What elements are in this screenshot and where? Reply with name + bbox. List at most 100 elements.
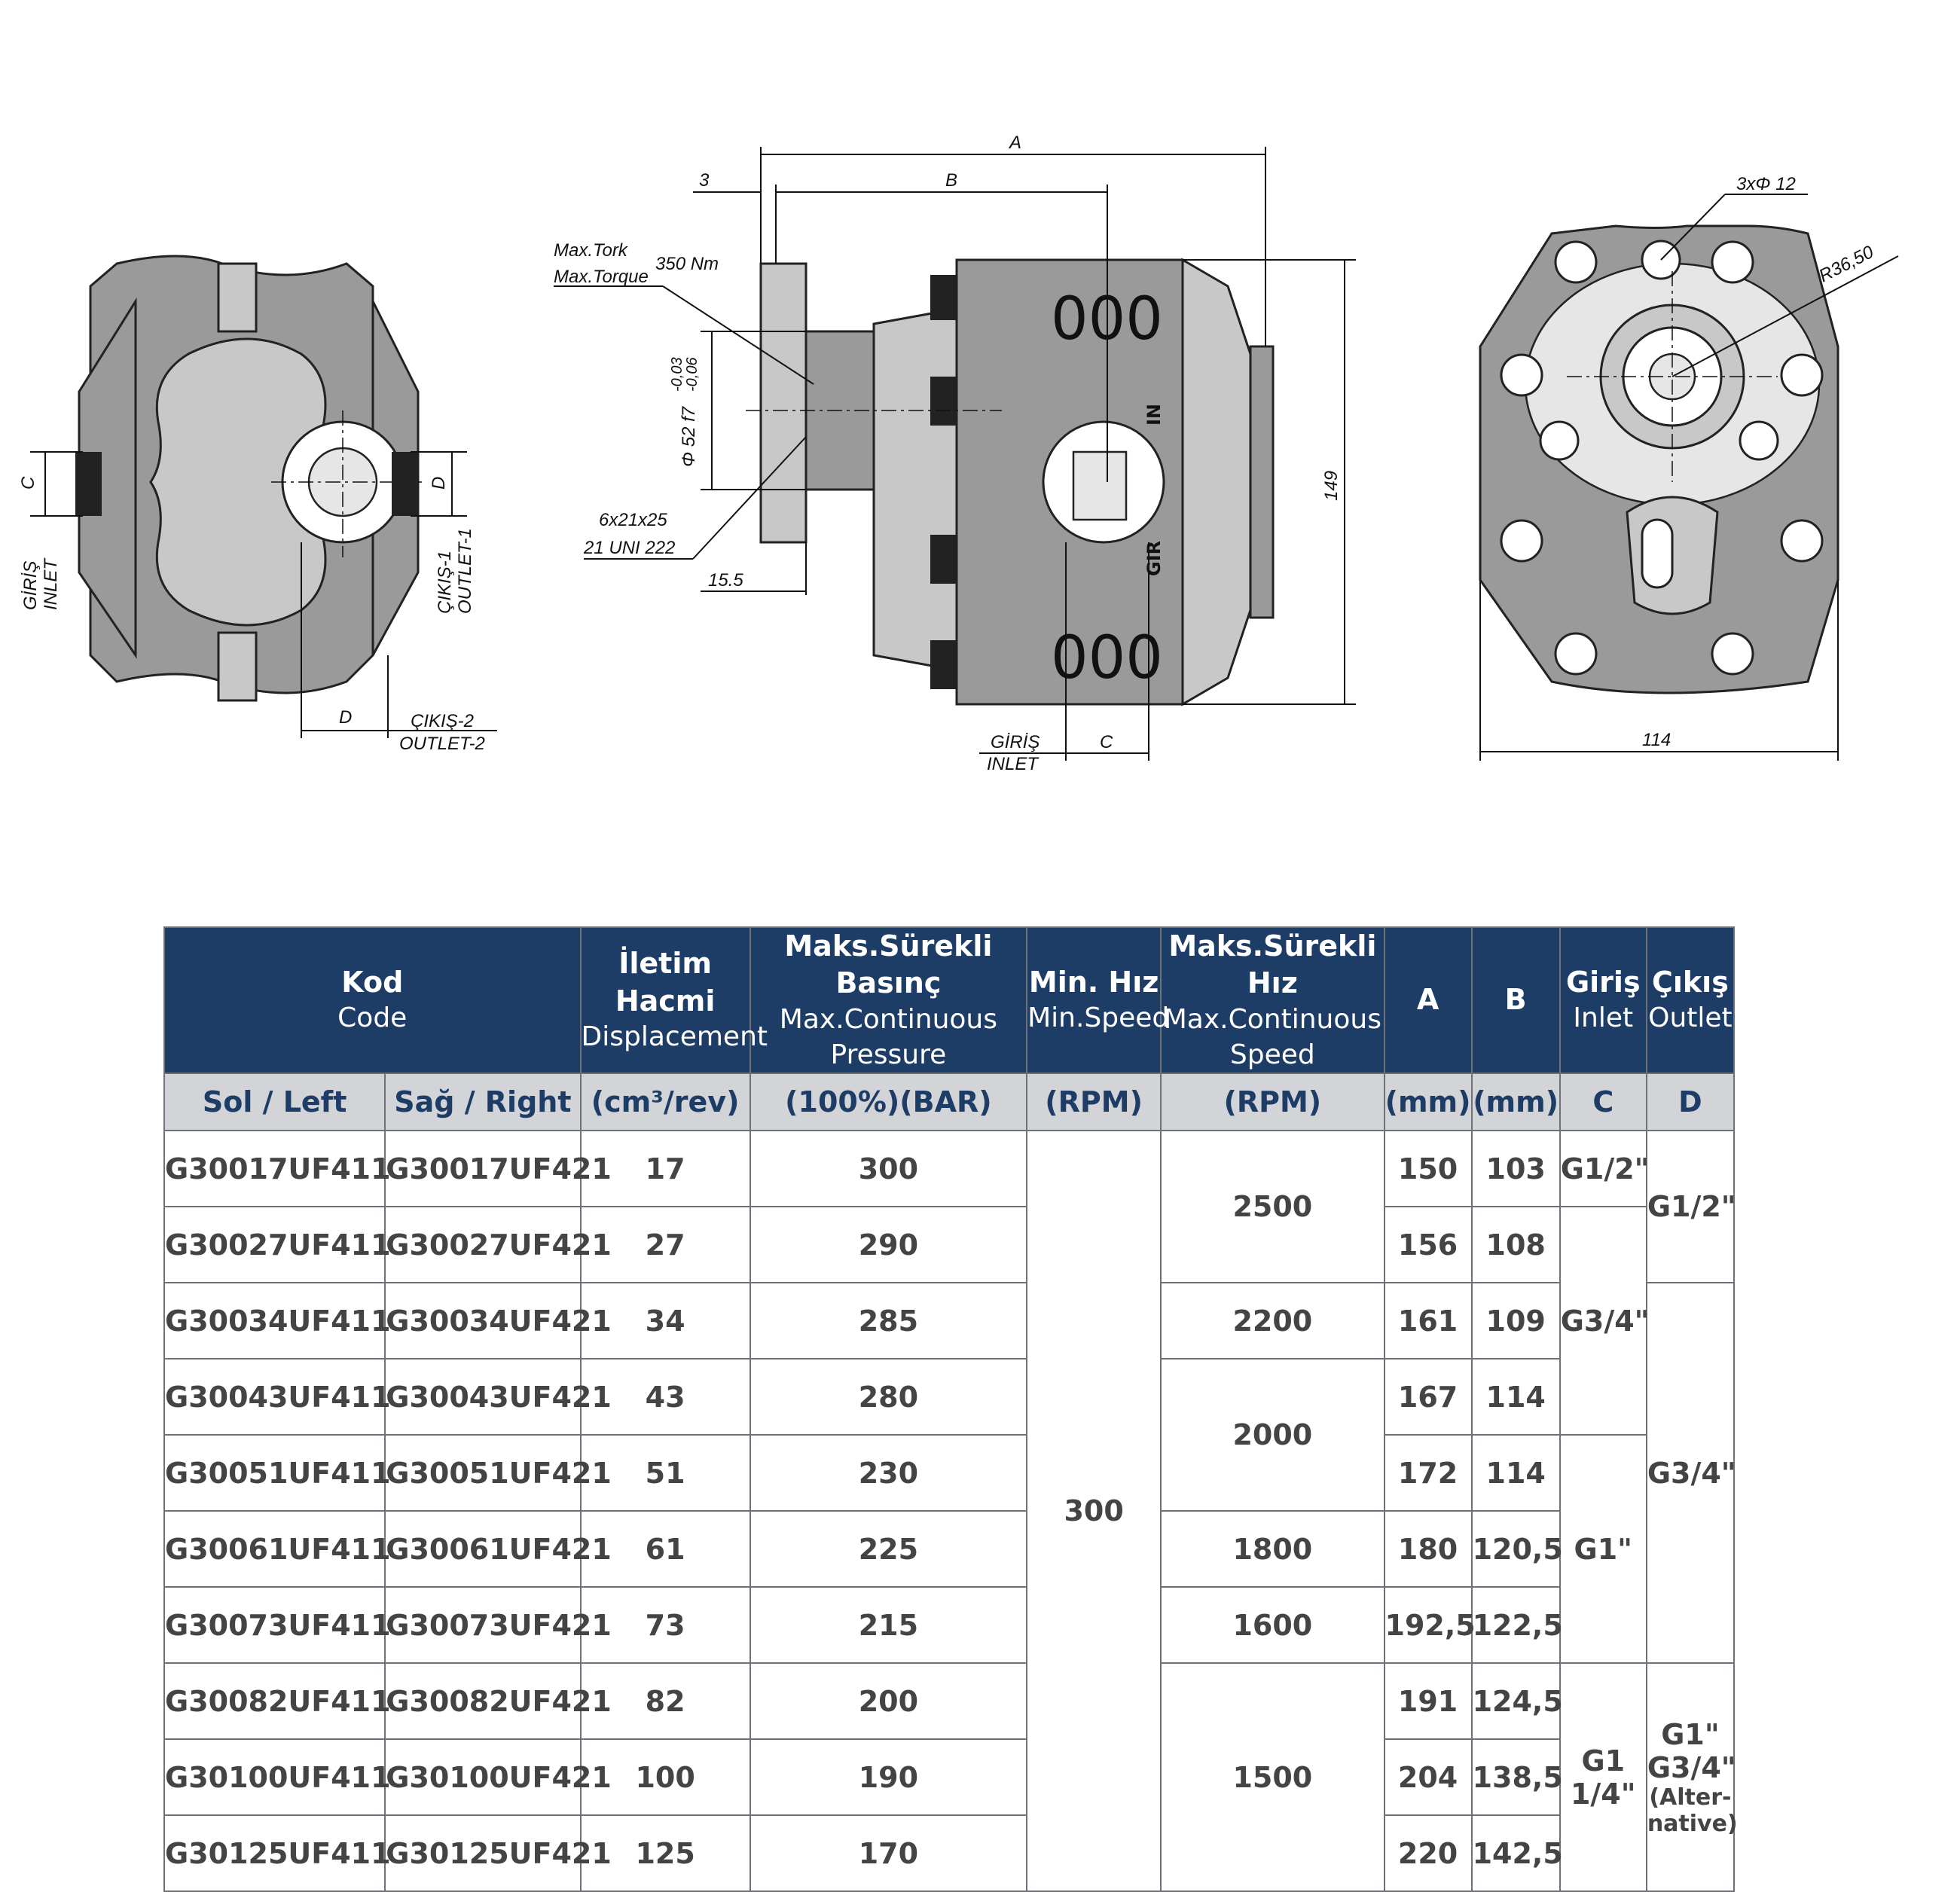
cell-left-code: G30043UF411 bbox=[163, 1358, 391, 1436]
cell-right-code: G30051UF421 bbox=[384, 1434, 612, 1512]
dim-c-side: C bbox=[1100, 732, 1113, 752]
cell-left-code: G30073UF411 bbox=[163, 1586, 391, 1665]
cell-b: 108 bbox=[1470, 1206, 1561, 1284]
dim-a: A bbox=[1008, 133, 1021, 153]
cell-pressure: 230 bbox=[749, 1434, 1028, 1512]
cell-max-speed: 1500 bbox=[1160, 1662, 1385, 1892]
cell-displacement: 125 bbox=[579, 1814, 751, 1892]
dim-149: 149 bbox=[1321, 471, 1342, 501]
torque-en: Max.Torque bbox=[554, 267, 649, 287]
cell-displacement: 17 bbox=[579, 1130, 751, 1208]
cell-b: 103 bbox=[1470, 1130, 1561, 1208]
table-row: G30100UF411 G30100UF421 100 190 204 138,… bbox=[163, 1738, 1734, 1817]
cell-left-code: G30034UF411 bbox=[163, 1282, 391, 1360]
header-a: A bbox=[1383, 926, 1473, 1075]
drawings-svg: C D GİRİŞ INLET ÇIKIŞ-1 OUTLET-1 D ÇIKIŞ… bbox=[18, 133, 1899, 774]
cell-right-code: G30073UF421 bbox=[384, 1586, 612, 1665]
cell-pressure: 285 bbox=[749, 1282, 1028, 1360]
cell-a: 156 bbox=[1383, 1206, 1473, 1284]
table-row: G30073UF411 G30073UF421 73 215 1600 192,… bbox=[163, 1586, 1734, 1665]
tol-upper: -0,03 bbox=[669, 357, 685, 392]
cell-b: 120,5 bbox=[1470, 1510, 1563, 1588]
dim-3: 3 bbox=[699, 170, 710, 191]
cell-b: 109 bbox=[1470, 1282, 1561, 1360]
cell-right-code: G30125UF421 bbox=[384, 1814, 612, 1892]
dim-114: 114 bbox=[1642, 730, 1671, 750]
cell-b: 114 bbox=[1470, 1358, 1561, 1436]
cell-b: 138,5 bbox=[1470, 1738, 1563, 1817]
outlet2-label-en: OUTLET-2 bbox=[399, 734, 485, 754]
cell-b: 114 bbox=[1470, 1434, 1561, 1512]
cell-pressure: 215 bbox=[749, 1586, 1028, 1665]
cell-a: 191 bbox=[1383, 1662, 1473, 1741]
dim-b: B bbox=[945, 170, 957, 191]
table-row: G30061UF411 G30061UF421 61 225 1800 180 … bbox=[163, 1510, 1734, 1588]
subheader-a-unit: (mm) bbox=[1383, 1073, 1473, 1132]
cell-a: 161 bbox=[1383, 1282, 1473, 1360]
cell-pressure: 190 bbox=[749, 1738, 1028, 1817]
spline-1: 6x21x25 bbox=[599, 510, 667, 530]
cell-displacement: 82 bbox=[579, 1662, 751, 1741]
cell-max-speed: 2500 bbox=[1160, 1130, 1385, 1284]
cell-a: 220 bbox=[1383, 1814, 1473, 1892]
side-view: 000 000 IN GIR A B 3 Max.Tork Max.Torque… bbox=[554, 133, 1356, 774]
cell-right-code: G30061UF421 bbox=[384, 1510, 612, 1588]
subheader-b-unit: (mm) bbox=[1470, 1073, 1561, 1132]
cell-outlet: G1"G3/4"(Alter-native) bbox=[1645, 1662, 1738, 1892]
subheader-press-unit: (100%)(BAR) bbox=[749, 1073, 1028, 1132]
cell-left-code: G30100UF411 bbox=[163, 1738, 391, 1817]
technical-drawings: C D GİRİŞ INLET ÇIKIŞ-1 OUTLET-1 D ÇIKIŞ… bbox=[0, 0, 1960, 859]
cell-inlet: G3/4" bbox=[1559, 1206, 1649, 1436]
cell-right-code: G30100UF421 bbox=[384, 1738, 612, 1817]
table-row: G30043UF411 G30043UF421 43 280 2000 167 … bbox=[163, 1358, 1734, 1512]
subheader-right: Sağ / Right bbox=[384, 1073, 582, 1132]
cell-left-code: G30082UF411 bbox=[163, 1662, 391, 1741]
mark-gir: GIR bbox=[1143, 541, 1165, 576]
cell-displacement: 27 bbox=[579, 1206, 751, 1284]
subheader-maxspeed-unit: (RPM) bbox=[1160, 1073, 1385, 1132]
table-row: G30027UF411 G30027UF421 27 290 156 108 G… bbox=[163, 1206, 1734, 1436]
cell-outlet: G1/2" bbox=[1645, 1130, 1736, 1284]
dim-c-left: C bbox=[18, 476, 38, 490]
left-view: C D GİRİŞ INLET ÇIKIŞ-1 OUTLET-1 D ÇIKIŞ… bbox=[18, 255, 497, 754]
cell-right-code: G30027UF421 bbox=[384, 1206, 612, 1284]
cell-max-speed: 2200 bbox=[1160, 1282, 1385, 1360]
cell-max-speed: 1800 bbox=[1160, 1510, 1385, 1588]
cell-a: 192,5 bbox=[1383, 1586, 1476, 1665]
front-view: 3xΦ 12 R36,50 114 bbox=[1479, 174, 1899, 761]
header-b: B bbox=[1470, 926, 1561, 1075]
cell-outlet: G3/4" bbox=[1645, 1282, 1736, 1665]
cell-a: 180 bbox=[1383, 1510, 1473, 1588]
cell-min-speed: 300 bbox=[1026, 1130, 1162, 1892]
cell-max-speed: 1600 bbox=[1160, 1586, 1385, 1665]
cell-left-code: G30125UF411 bbox=[163, 1814, 391, 1892]
digits-bottom: 000 bbox=[1051, 624, 1163, 692]
cell-displacement: 51 bbox=[579, 1434, 751, 1512]
dim-d-left: D bbox=[429, 477, 449, 490]
cell-displacement: 43 bbox=[579, 1358, 751, 1436]
cell-displacement: 100 bbox=[579, 1738, 751, 1817]
cell-inlet: G1" bbox=[1559, 1434, 1647, 1665]
cell-max-speed: 2000 bbox=[1160, 1358, 1385, 1512]
shaft-dia: Φ 52 f7 bbox=[679, 405, 699, 467]
table-row: G30125UF411 G30125UF421 125 170 220 142,… bbox=[163, 1814, 1734, 1892]
cell-displacement: 61 bbox=[579, 1510, 751, 1588]
mark-in: IN bbox=[1143, 404, 1165, 426]
outlet1-label-en: OUTLET-1 bbox=[455, 528, 475, 614]
cell-a: 172 bbox=[1383, 1434, 1473, 1512]
cell-pressure: 290 bbox=[749, 1206, 1028, 1284]
subheader-outlet: D bbox=[1645, 1073, 1736, 1132]
table-row: G30051UF411 G30051UF421 51 230 172 114 G… bbox=[163, 1434, 1734, 1665]
subheader-disp-unit: (cm³/rev) bbox=[579, 1073, 751, 1132]
outlet1-label-tr: ÇIKIŞ-1 bbox=[435, 551, 455, 614]
cell-inlet: G1/2" bbox=[1559, 1130, 1649, 1208]
table-row: G30082UF411 G30082UF421 82 200 1500 191 … bbox=[163, 1662, 1738, 1892]
spline-2: 21 UNI 222 bbox=[583, 538, 675, 558]
dim-d-bottom: D bbox=[339, 707, 352, 728]
cell-a: 167 bbox=[1383, 1358, 1473, 1436]
